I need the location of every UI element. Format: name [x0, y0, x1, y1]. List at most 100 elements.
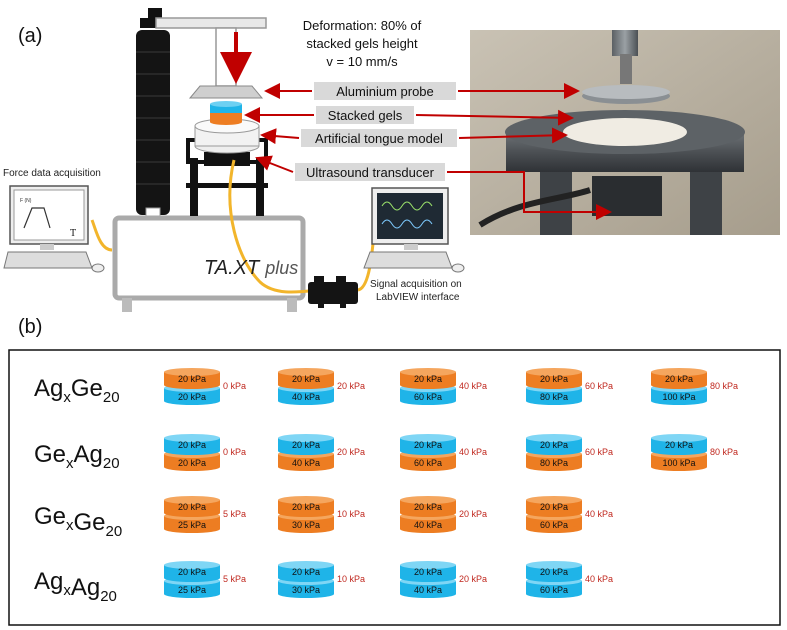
callout-transducer: Ultrasound transducer — [295, 163, 445, 181]
gel-stack: 20 kPa 80 kPa 60 kPa — [526, 434, 613, 471]
gel-bottom-value: 25 kPa — [178, 520, 206, 530]
force-label: Force data acquisition — [3, 168, 101, 179]
gel-top-value: 20 kPa — [414, 374, 442, 384]
gel-stack: 20 kPa 25 kPa 5 kPa — [164, 496, 246, 533]
gel-difference: 0 kPa — [223, 447, 246, 457]
gel-top-value: 20 kPa — [414, 502, 442, 512]
svg-text:Artificial tongue model: Artificial tongue model — [315, 131, 443, 146]
gel-bottom-value: 40 kPa — [414, 520, 442, 530]
gel-difference: 60 kPa — [585, 447, 613, 457]
svg-text:Stacked gels: Stacked gels — [328, 108, 403, 123]
gel-bottom-value: 25 kPa — [178, 585, 206, 595]
gel-difference: 0 kPa — [223, 381, 246, 391]
gel-top-value: 20 kPa — [178, 440, 206, 450]
row-label: AgxAg20 — [34, 568, 117, 605]
gel-difference: 10 kPa — [337, 574, 365, 584]
gel-bottom-value: 60 kPa — [540, 520, 568, 530]
gel-difference: 20 kPa — [459, 574, 487, 584]
deformation-line1: Deformation: 80% of — [303, 18, 422, 33]
mini-plot-x-axis: T — [70, 228, 76, 239]
gel-difference: 80 kPa — [710, 447, 738, 457]
callout-arrows — [244, 83, 612, 220]
gel-difference: 40 kPa — [585, 574, 613, 584]
gel-bottom-value: 30 kPa — [292, 585, 320, 595]
signal-label-line2: LabVIEW interface — [376, 292, 460, 303]
gel-bottom-value: 20 kPa — [178, 458, 206, 468]
gel-stack: 20 kPa 30 kPa 10 kPa — [278, 561, 365, 598]
gel-top-value: 20 kPa — [540, 440, 568, 450]
signal-computer-icon — [363, 187, 465, 273]
gel-difference: 40 kPa — [459, 381, 487, 391]
gel-stack: 20 kPa 40 kPa 20 kPa — [278, 368, 365, 405]
panel-b-label: (b) — [18, 316, 42, 338]
gel-bottom-value: 60 kPa — [540, 585, 568, 595]
gel-bottom-value: 60 kPa — [414, 392, 442, 402]
gel-top-value: 20 kPa — [292, 567, 320, 577]
gel-bottom-value: 80 kPa — [540, 392, 568, 402]
row-label: GexAg20 — [34, 441, 120, 472]
gel-top-value: 20 kPa — [665, 374, 693, 384]
gel-stack: 20 kPa 100 kPa 80 kPa — [651, 434, 738, 471]
gel-top-value: 20 kPa — [292, 502, 320, 512]
row-label: AgxGe20 — [34, 375, 120, 406]
signal-label-line1: Signal acquisition on — [370, 279, 462, 290]
gel-difference: 20 kPa — [459, 509, 487, 519]
gel-stack: 20 kPa 40 kPa 20 kPa — [400, 561, 487, 598]
gel-stack: 20 kPa 20 kPa 0 kPa — [164, 434, 246, 471]
gel-difference: 10 kPa — [337, 509, 365, 519]
gel-stack: 20 kPa 80 kPa 60 kPa — [526, 368, 613, 405]
deformation-line3: v = 10 mm/s — [326, 54, 398, 69]
gel-stack: 20 kPa 25 kPa 5 kPa — [164, 561, 246, 598]
gel-difference: 5 kPa — [223, 574, 246, 584]
gel-bottom-value: 30 kPa — [292, 520, 320, 530]
gel-top-value: 20 kPa — [540, 502, 568, 512]
gel-bottom-value: 100 kPa — [662, 458, 695, 468]
gel-bottom-value: 60 kPa — [414, 458, 442, 468]
gel-top-value: 20 kPa — [665, 440, 693, 450]
gel-top-value: 20 kPa — [178, 502, 206, 512]
gel-difference: 5 kPa — [223, 509, 246, 519]
gel-difference: 20 kPa — [337, 447, 365, 457]
gel-top-value: 20 kPa — [178, 374, 206, 384]
gel-bottom-value: 40 kPa — [292, 458, 320, 468]
gel-top-value: 20 kPa — [292, 440, 320, 450]
gel-bottom-value: 40 kPa — [414, 585, 442, 595]
gel-bottom-value: 20 kPa — [178, 392, 206, 402]
gel-difference: 80 kPa — [710, 381, 738, 391]
gel-stack: 20 kPa 30 kPa 10 kPa — [278, 496, 365, 533]
ultrasound-box — [308, 276, 358, 308]
gel-bottom-value: 80 kPa — [540, 458, 568, 468]
gel-bottom-value: 40 kPa — [292, 392, 320, 402]
gel-stack: 20 kPa 100 kPa 80 kPa — [651, 368, 738, 405]
gel-top-value: 20 kPa — [414, 440, 442, 450]
gel-stack: 20 kPa 40 kPa 20 kPa — [400, 496, 487, 533]
panel-a-label: (a) — [18, 25, 42, 47]
row-label: GexGe20 — [34, 503, 122, 540]
gel-top-value: 20 kPa — [540, 374, 568, 384]
gel-stack: 20 kPa 20 kPa 0 kPa — [164, 368, 246, 405]
callout-probe: Aluminium probe — [314, 82, 456, 100]
gel-stack: 20 kPa 60 kPa 40 kPa — [526, 496, 613, 533]
gel-difference: 20 kPa — [337, 381, 365, 391]
callout-tongue: Artificial tongue model — [301, 129, 457, 147]
gel-stack: 20 kPa 60 kPa 40 kPa — [526, 561, 613, 598]
gel-top-value: 20 kPa — [178, 567, 206, 577]
gel-top-value: 20 kPa — [414, 567, 442, 577]
gel-difference: 60 kPa — [585, 381, 613, 391]
svg-text:Aluminium probe: Aluminium probe — [336, 84, 434, 99]
apparatus-photo — [470, 30, 780, 235]
deformation-line2: stacked gels height — [306, 36, 418, 51]
svg-text:Ultrasound transducer: Ultrasound transducer — [306, 165, 435, 180]
gel-difference: 40 kPa — [585, 509, 613, 519]
gel-top-value: 20 kPa — [540, 567, 568, 577]
panel-b-frame — [8, 349, 781, 626]
gel-bottom-value: 100 kPa — [662, 392, 695, 402]
force-computer-icon — [3, 185, 105, 273]
texture-analyser — [90, 8, 376, 312]
gel-top-value: 20 kPa — [292, 374, 320, 384]
gel-difference: 40 kPa — [459, 447, 487, 457]
